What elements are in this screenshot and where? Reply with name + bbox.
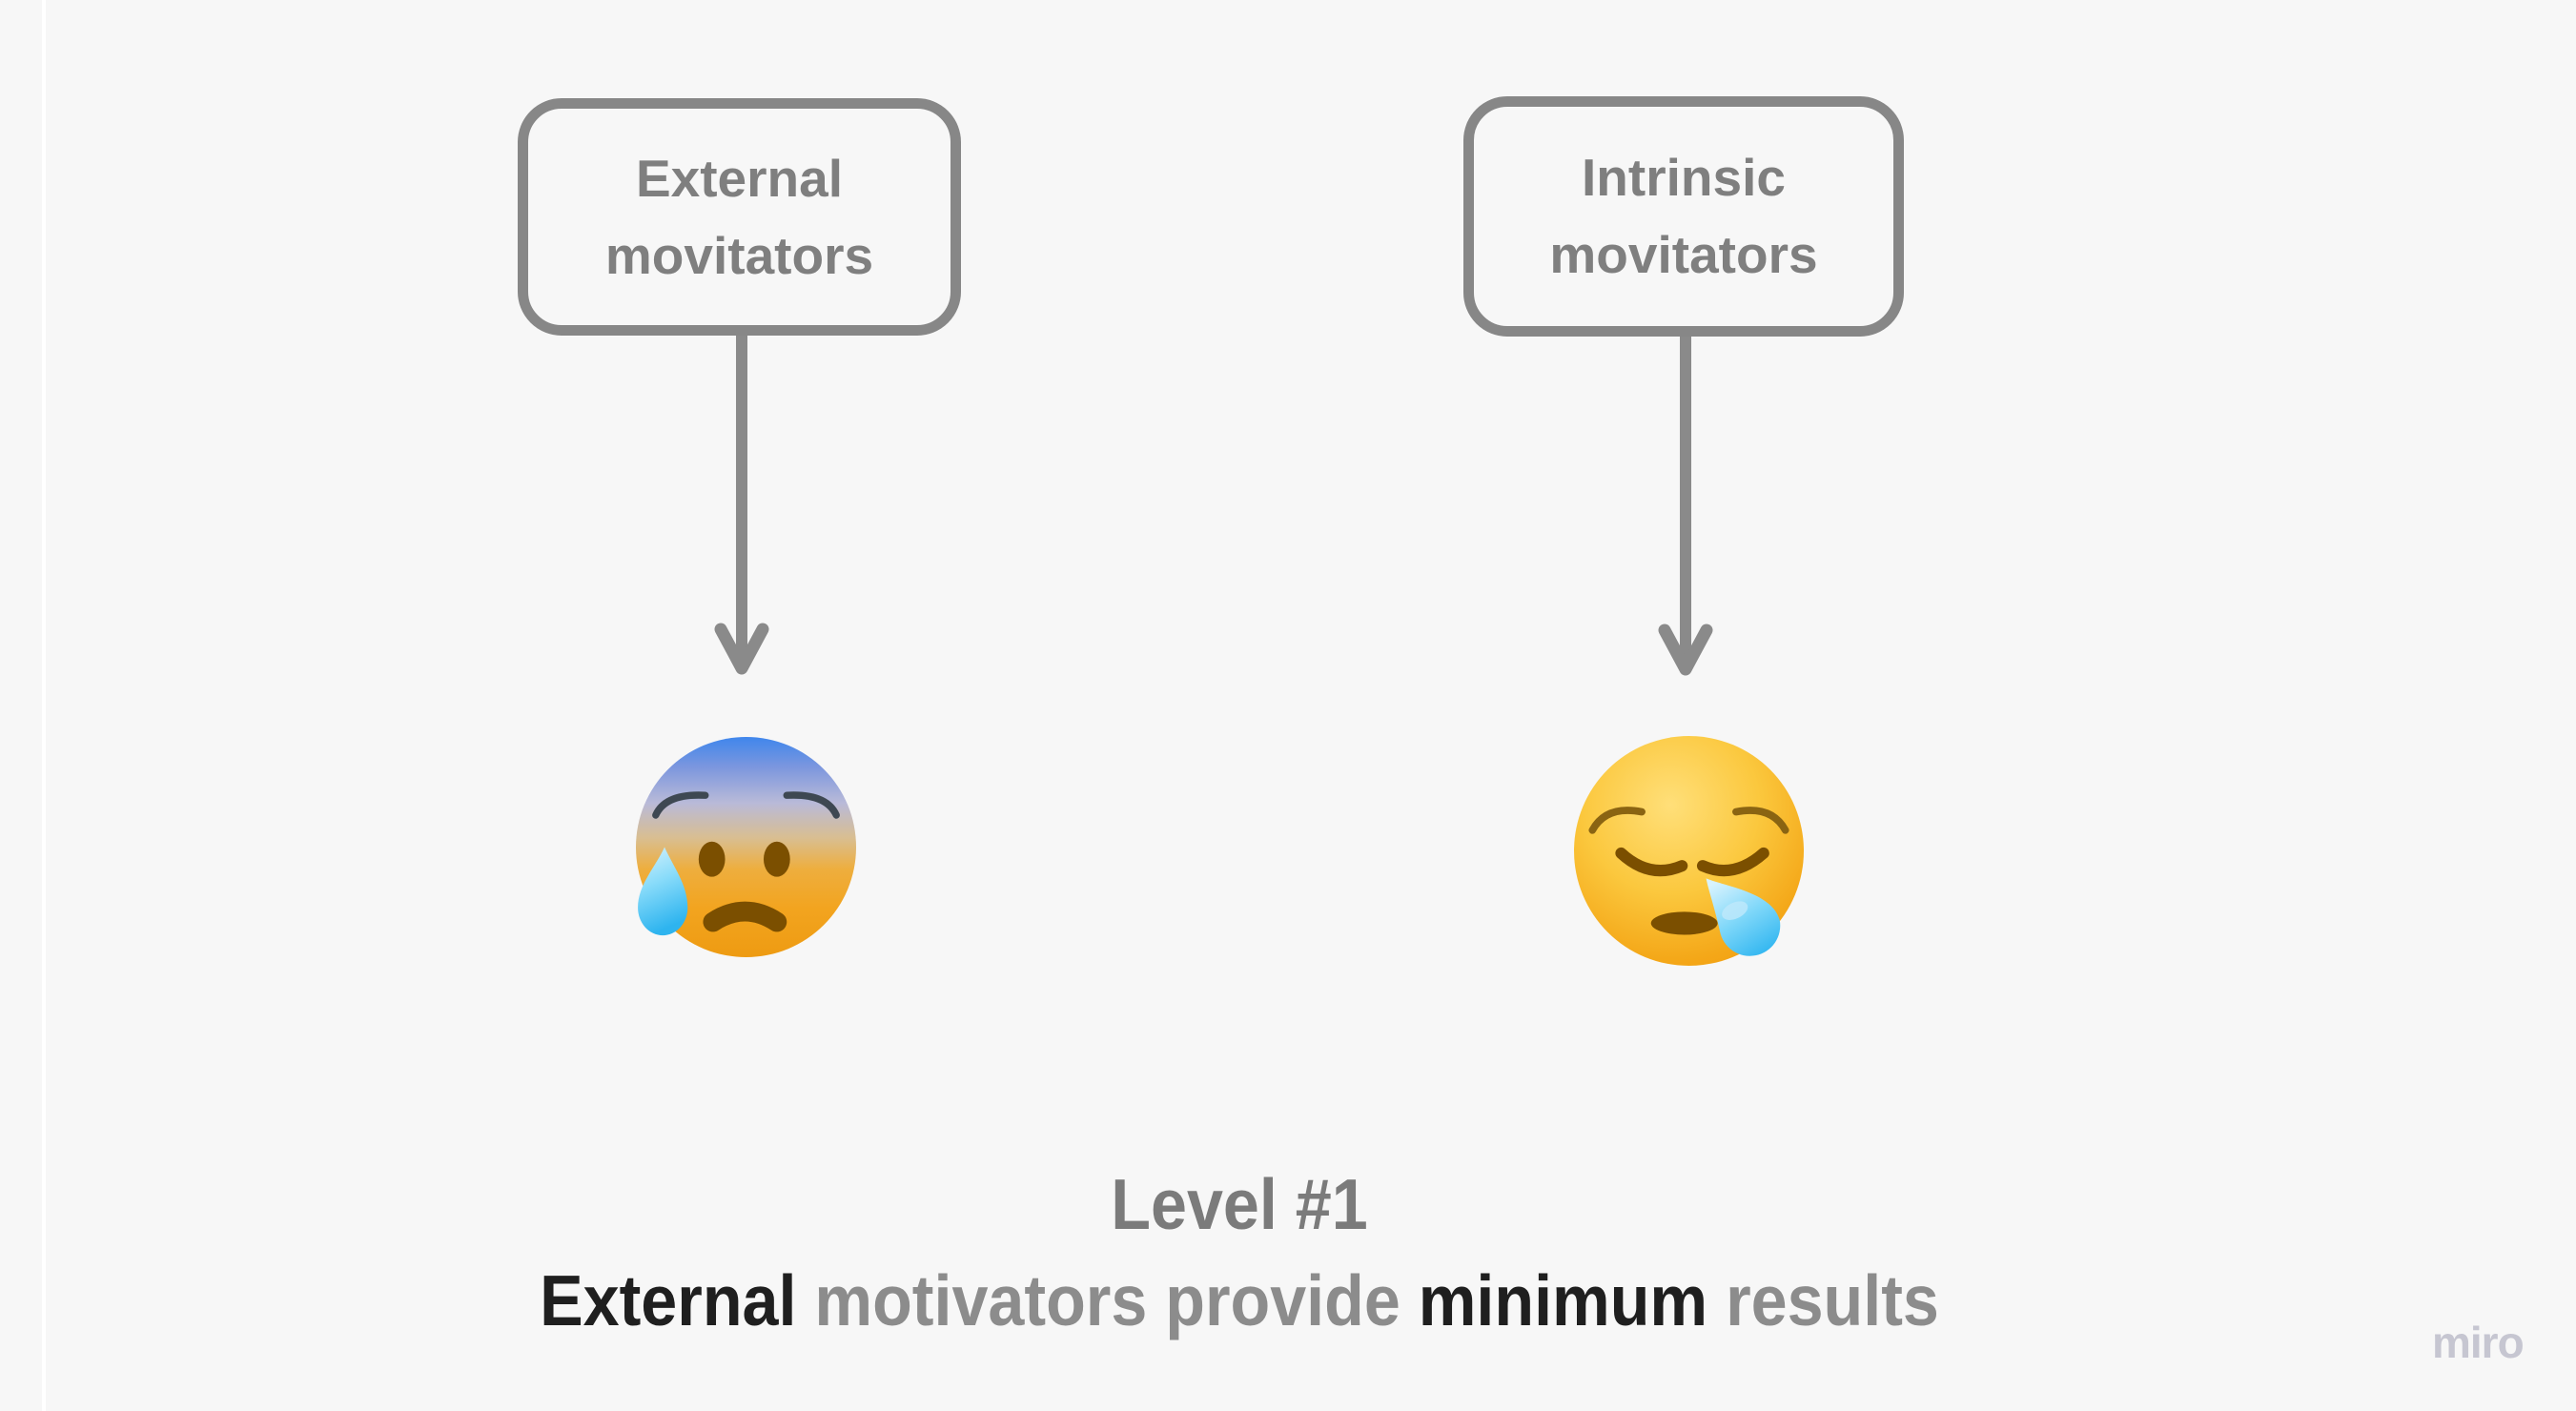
miro-watermark-logo: miro	[2432, 1318, 2525, 1367]
caption-segment: motivators provide	[814, 1260, 1419, 1340]
sleepy-face-emoji[interactable]	[1574, 736, 1804, 966]
caption-segment: results	[1707, 1260, 1939, 1340]
caption-segment: minimum	[1418, 1260, 1708, 1340]
down-arrow-connector-left[interactable]	[699, 336, 785, 675]
arrowhead-icon	[714, 623, 769, 675]
anxious-face-with-cold-sweat-emoji[interactable]	[636, 737, 856, 957]
shape-node-external-motivators[interactable]: External movitators	[518, 98, 961, 336]
caption-sentence: External motivators provide minimum resu…	[112, 1253, 2367, 1349]
shape-node-label: Intrinsic movitators	[1549, 148, 1818, 284]
shape-node-label: External movitators	[604, 148, 874, 285]
caption-level-heading: Level #1	[1111, 1164, 1368, 1244]
caption-text-block[interactable]: Level #1 External motivators provide min…	[112, 1156, 2367, 1349]
arrowhead-icon	[1658, 624, 1713, 676]
caption-segment: External	[540, 1260, 815, 1340]
frame-edge-divider	[42, 0, 46, 1411]
down-arrow-connector-right[interactable]	[1643, 337, 1728, 676]
shape-node-intrinsic-motivators[interactable]: Intrinsic movitators	[1463, 96, 1904, 337]
